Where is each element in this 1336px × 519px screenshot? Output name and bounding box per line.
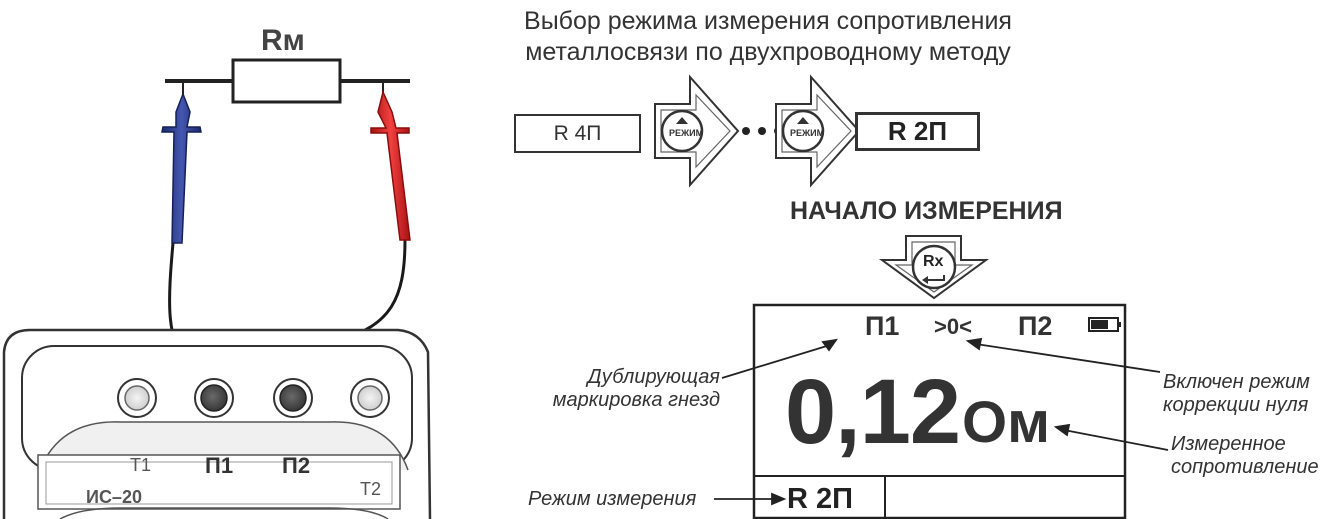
- socket-p2: [273, 378, 313, 418]
- annotation-measured-line1: Измеренное: [1171, 433, 1286, 455]
- terminal-label-t2: Т2: [360, 479, 382, 499]
- annotation-socket-marking: Дублирующая маркировка гнезд: [520, 366, 720, 412]
- battery-icon: [1088, 317, 1121, 332]
- annotation-leaders: [714, 337, 1169, 506]
- resistor-circuit: [165, 58, 410, 104]
- annotation-measured-resistance: Измеренное сопротивление: [1171, 433, 1319, 479]
- annotation-measured-line2: сопротивление: [1171, 456, 1319, 478]
- mode-button-arrow-2: [775, 74, 861, 188]
- terminal-label-p1: П1: [205, 453, 234, 478]
- terminal-label-t1: Т1: [130, 455, 152, 475]
- lcd-value: 0,12: [785, 361, 961, 463]
- lcd-zero-indicator: >0<: [934, 314, 972, 339]
- annotation-zero-correction-line2: коррекции нуля: [1163, 394, 1309, 416]
- title-line-2: металлосвязи по двухпроводному методу: [525, 38, 1011, 66]
- start-mode-label: R 4П: [553, 121, 602, 145]
- probe-blue: [161, 82, 202, 244]
- end-mode-box: R 2П: [855, 112, 980, 151]
- annotation-zero-correction-line1: Включен режим: [1163, 371, 1310, 393]
- lcd-display: [752, 303, 1127, 519]
- mode-button-label-1[interactable]: РЕЖИМ: [669, 128, 704, 138]
- annotation-socket-marking-line1: Дублирующая: [587, 366, 720, 388]
- rx-button-label[interactable]: Rx: [923, 253, 944, 270]
- terminal-label-p2: П2: [282, 453, 311, 478]
- socket-p1: [194, 378, 234, 418]
- annotation-socket-marking-line2: маркировка гнезд: [552, 389, 720, 411]
- lcd-mode: R 2П: [787, 483, 853, 515]
- resistor-label: Rм: [261, 24, 305, 57]
- meter-device: [2, 328, 432, 519]
- annotation-measure-mode: Режим измерения: [528, 488, 697, 510]
- device-model-label: ИС–20: [86, 487, 142, 507]
- resistor-symbol: [231, 58, 342, 104]
- annotation-zero-correction: Включен режим коррекции нуля: [1163, 371, 1310, 417]
- title-line-1: Выбор режима измерения сопротивления: [524, 7, 1012, 35]
- end-mode-label: R 2П: [887, 116, 948, 146]
- socket-t1: [117, 378, 157, 418]
- lcd-socket-left: П1: [865, 311, 900, 341]
- page-title: Выбор режима измерения сопротивления мет…: [508, 6, 1028, 68]
- lcd-socket-right: П2: [1018, 311, 1053, 341]
- start-mode-box: R 4П: [514, 114, 641, 153]
- mode-button-arrow-1: [654, 74, 740, 188]
- socket-t2: [350, 378, 390, 418]
- start-measurement-label: НАЧАЛО ИЗМЕРЕНИЯ: [790, 197, 1063, 225]
- mode-button-label-2[interactable]: РЕЖИМ: [790, 128, 825, 138]
- mode-button-icon: [660, 109, 704, 153]
- lcd-unit: Ом: [962, 390, 1051, 455]
- probe-red: [370, 82, 411, 241]
- mode-button-icon: [781, 109, 825, 153]
- start-arrow: [878, 235, 990, 300]
